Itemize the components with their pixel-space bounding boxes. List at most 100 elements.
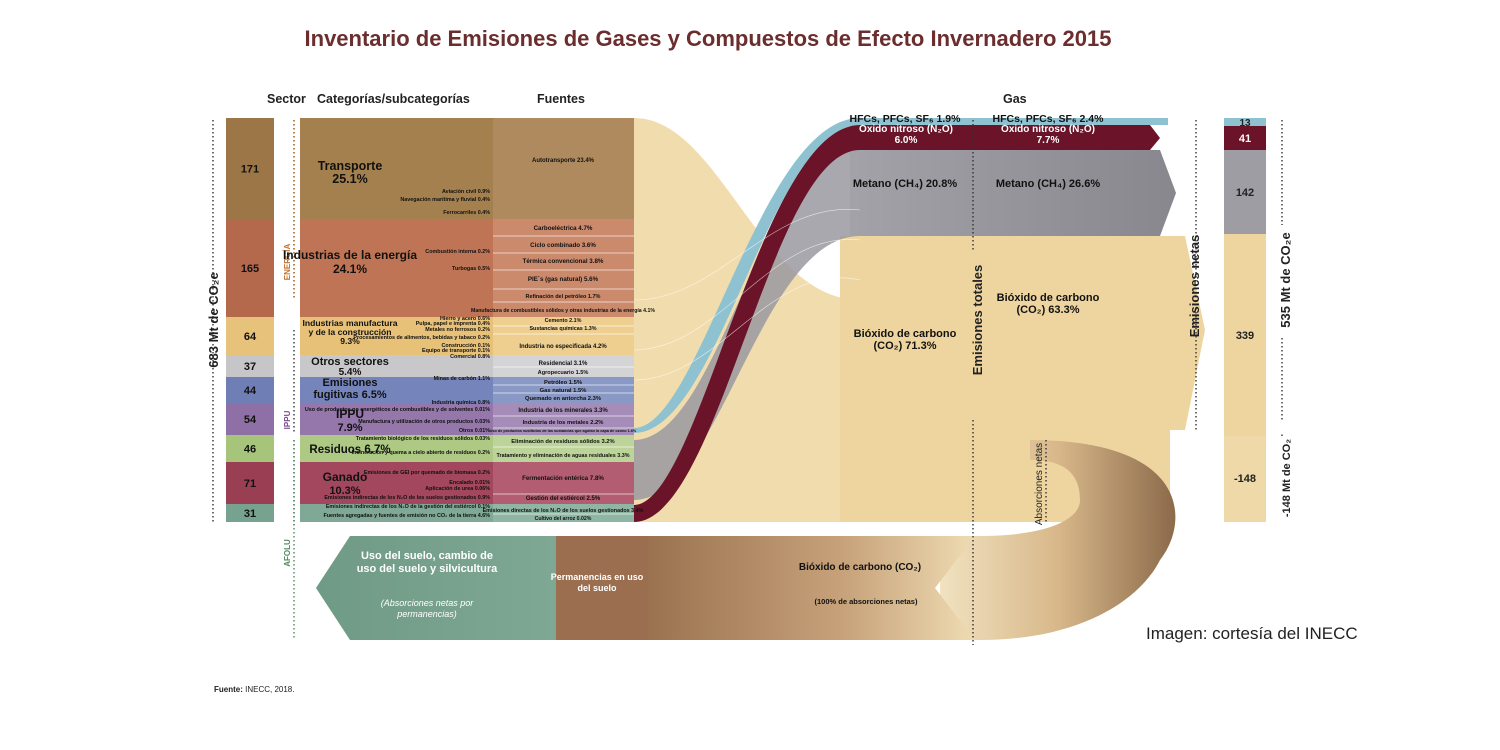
group-afolu: AFOLU [283,539,292,567]
fuente-label-20: Fermentación entérica 7.8% [522,475,604,482]
header-categorias: Categorías/subcategorías [317,92,470,106]
gas-total-hfc: HFCs, PFCs, SF₆ 1.9% [850,113,962,125]
gas-net-n2o: Óxido nitroso (N₂O) 7.7% [1001,124,1095,146]
co2-absorption-label: Bióxido de carbono (CO₂) [798,562,922,573]
fuente-label-1: Carboeléctrica 4.7% [534,225,593,232]
sector-value-3: 37 [244,361,256,373]
subcategory-label-11: Comercial 0.8% [450,354,490,360]
category-otros-sectores: Otros sectores [311,356,389,368]
net-value-co2: 339 [1236,330,1254,342]
gas-net-hfc: HFCs, PFCs, SF₆ 2.4% [993,113,1105,125]
sector-value-1: 165 [241,263,259,275]
category-transporte: Transporte [318,159,383,173]
sector-value-6: 46 [244,444,256,456]
subcategory-label-18: Incineración y quema a cielo abierto de … [352,450,491,456]
hfc-flow-band [634,118,860,433]
gas-total-ch4: Metano (CH₄) 20.8% [852,178,958,190]
sector-bar-5 [226,403,274,435]
fuente-label-10: Residencial 3.1% [539,361,588,367]
label-emisiones-totales: Emisiones totales [970,265,985,376]
fuente-label-16: Industria de los metales 2.2% [523,420,604,426]
fuente-label-14: Quemado en antorcha 2.3% [525,396,601,402]
gas-total-co2: Bióxido de carbono (CO₂) 71.3% [853,328,957,352]
uso-suelo-sublabel: (Absorciones netas por permanencias) [380,598,474,619]
category-otros-sectores-pct: 5.4% [339,367,362,378]
subcategory-label-7: Metales no ferrosos 0.2% [425,327,490,333]
subcategory-label-1: Navegación marítima y fluvial 0.4% [400,197,490,203]
subcategory-label-5: Hierro y acero 0.6% [440,316,490,322]
sector-value-5: 54 [244,414,257,426]
category-industrias-manufactura: Industrias manufactura y de la construcc… [302,318,398,346]
sector-value-8: 31 [244,508,256,520]
footer-label: Fuente: [214,685,243,694]
category-transporte-pct: 25.1% [332,172,367,186]
fuente-label-2: Ciclo combinado 3.6% [530,242,596,249]
footer-source: Fuente: INECC, 2018. [214,685,294,694]
label-absorciones-netas: Absorciones netas [1034,443,1045,525]
subcategory-label-6: Pulpa, papel e imprenta 0.4% [416,321,491,327]
uso-suelo-arrow [316,536,556,640]
sector-bar-2 [226,317,274,355]
label-emisiones-netas: Emisiones netas [1187,235,1202,338]
subcategory-label-21: Aplicación de urea 0.06% [425,486,490,492]
sector-value-2: 64 [244,331,257,343]
group-energia: ENERGÍA [283,244,292,281]
absorptions-loop [940,440,1176,640]
gas-net-ch4: Metano (CH₄) 26.6% [995,178,1101,190]
category-ippu-pct: 7.9% [337,422,362,434]
category-ganado: Ganado [323,470,368,484]
subcategory-label-14: Uso de productos no energéticos de combu… [305,407,490,413]
subcategory-label-16: Otros 0.01% [459,428,490,434]
subcategory-label-13: Industria química 0.8% [432,400,491,406]
category-ippu: IPPU [336,407,364,421]
sector-bar-6 [226,435,274,462]
co2-absorption-sublabel: (100% de absorciones netas) [815,597,918,606]
image-credit: Imagen: cortesía del INECC [1146,624,1358,643]
sector-bar-4 [226,377,274,403]
gas-total-n2o: Óxido nitroso (N₂O) 6.0% [859,124,953,146]
fuente-label-11: Agropecuario 1.5% [538,370,589,376]
net-emissions-arrow [1170,236,1205,430]
fuente-label-18: Eliminación de residuos sólidos 3.2% [511,439,614,445]
permanencias-band [548,536,648,640]
subcategory-label-15: Manufactura y utilización de otros produ… [358,419,490,425]
sector-value-0: 171 [241,164,259,176]
fuente-label-9: Industria no especificada 4.2% [519,344,607,350]
subcategory-label-2: Ferrocarriles 0.4% [443,210,490,216]
sector-bar-1 [226,219,274,317]
subcategory-label-10: Equipo de transporte 0.1% [422,348,490,354]
subcategory-label-23: Emisiones indirectas de los N₂O de la ge… [326,504,490,510]
subcategory-label-17: Tratamiento biológico de los residuos só… [356,436,490,442]
methane-total-band [850,150,1176,236]
subcategory-label-22: Emisiones indirectas de los N₂O de los s… [324,495,490,501]
fuente-label-13: Gas natural 1.5% [540,388,587,394]
n2o-flow-band [634,125,860,522]
fuente-label-15: Industria de los minerales 3.3% [518,408,608,414]
net-value-ch4: 142 [1236,187,1254,199]
category-emisiones-fugitivas: Emisiones fugitivas 6.5% [313,377,387,401]
category-labels: Transporte 25.1% Industrias de la energí… [283,159,417,497]
subcategory-label-3: Combustión interna 0.2% [425,249,490,255]
sector-value-4: 44 [244,385,257,397]
gas-net-co2: Bióxido de carbono (CO₂) 63.3% [996,292,1100,316]
flow-separators [633,209,861,381]
header-fuentes: Fuentes [537,92,585,106]
fuente-labels: Autotransporte 23.4%Carboeléctrica 4.7%C… [471,158,655,522]
fuente-label-8: Sustancias químicas 1.3% [529,326,596,332]
fuente-label-22: Emisiones directas de los N₂O de los sue… [483,508,644,514]
subcategory-label-19: Emisiones de GEI por quemado de biomasa … [364,470,490,476]
category-residuos: Residuos 6.7% [309,444,390,456]
sector-bar-0 [226,118,274,219]
sector-bar-8 [226,504,274,522]
fuente-label-19: Tratamiento y eliminación de aguas resid… [496,453,629,459]
fuente-label-21: Gestión del estiércol 2.5% [526,496,601,502]
subcategory-label-24: Fuentes agregadas y fuentes de emisión n… [323,513,490,519]
page-title: Inventario de Emisiones de Gases y Compu… [304,26,1112,51]
sector-bar-7 [226,462,274,504]
subcategory-label-8: Procesamientos de alimentos, bebidas y t… [353,335,490,341]
fuente-label-3: Térmica convencional 3.8% [523,258,604,265]
fuente-blocks [493,118,634,522]
net-value-n2o: 41 [1239,133,1251,145]
net-value-hfc: 13 [1239,118,1251,129]
